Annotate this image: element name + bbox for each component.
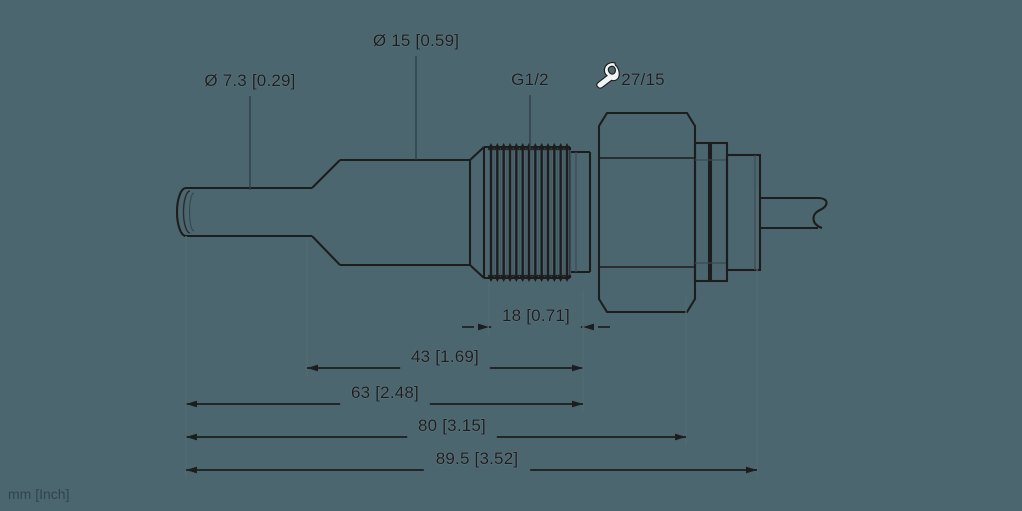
dimension-lines xyxy=(185,190,758,478)
thread-collar xyxy=(570,150,592,274)
thread-chamfer xyxy=(468,146,485,279)
callout-label-diameter-probe: Ø 7.3 [0.29] xyxy=(204,71,296,90)
washer-stack xyxy=(693,141,729,283)
dimension-dimension-89-5 xyxy=(185,190,758,478)
connector-body xyxy=(725,153,762,272)
part-outline xyxy=(175,111,828,314)
probe-rod xyxy=(186,186,312,238)
units-caption: mm [Inch] xyxy=(8,486,70,502)
dimension-label-dimension-80: 80 [3.15] xyxy=(418,416,486,435)
dimension-label-dimension-43: 43 [1.69] xyxy=(411,347,479,366)
taper-cone xyxy=(311,159,341,266)
body-barrel xyxy=(340,158,470,267)
callout-label-wrench-size: 27/15 xyxy=(621,70,665,89)
thread-lines xyxy=(487,143,571,282)
callout-label-thread-spec-g12: G1/2 xyxy=(511,70,549,89)
probe-tip-icon xyxy=(175,186,195,238)
dimension-label-dimension-63: 63 [2.48] xyxy=(351,383,419,402)
dimension-label-dimension-18: 18 [0.71] xyxy=(502,306,570,325)
hex-nut xyxy=(597,111,697,314)
callout-label-diameter-body: Ø 15 [0.59] xyxy=(372,31,460,50)
cable xyxy=(760,196,818,230)
dimension-label-dimension-89-5: 89.5 [3.52] xyxy=(435,449,519,468)
cable-break-icon xyxy=(812,196,828,229)
callout-leader-lines xyxy=(249,56,531,190)
wrench-icon xyxy=(596,62,620,89)
